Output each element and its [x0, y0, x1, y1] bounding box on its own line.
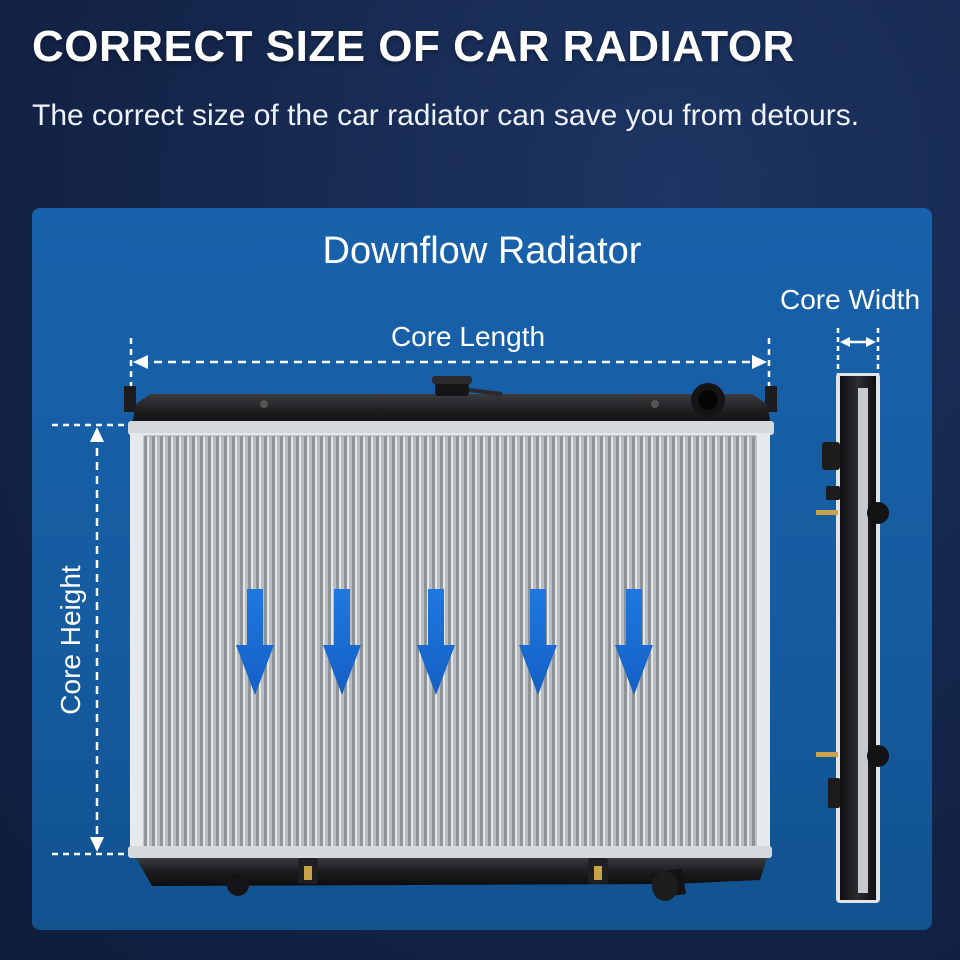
radiator-side-view [816, 373, 889, 903]
flow-arrow-2 [323, 589, 361, 695]
flow-arrows [236, 589, 653, 695]
radiator-core [130, 433, 770, 851]
core-width-dimension: Core Width [780, 284, 920, 380]
panel-title: Downflow Radiator [322, 230, 642, 272]
core-width-label: Core Width [780, 284, 920, 315]
radiator-illustration: Core Length Core Height Core Width [52, 284, 920, 903]
flow-arrow-3 [417, 589, 455, 695]
radiator-bottom-tank [128, 846, 772, 901]
page-subtitle: The correct size of the car radiator can… [32, 99, 860, 132]
flow-arrow-4 [519, 589, 557, 695]
core-length-dimension: Core Length [129, 321, 771, 408]
flow-arrow-1 [236, 589, 274, 695]
page-title: CORRECT SIZE OF CAR RADIATOR [32, 22, 795, 71]
core-height-label: Core Height [55, 565, 86, 715]
core-length-label: Core Length [391, 321, 545, 352]
diagram-panel: Downflow Radiator [32, 208, 932, 930]
radiator-top-tank [124, 376, 777, 435]
flow-arrow-5 [615, 589, 653, 695]
